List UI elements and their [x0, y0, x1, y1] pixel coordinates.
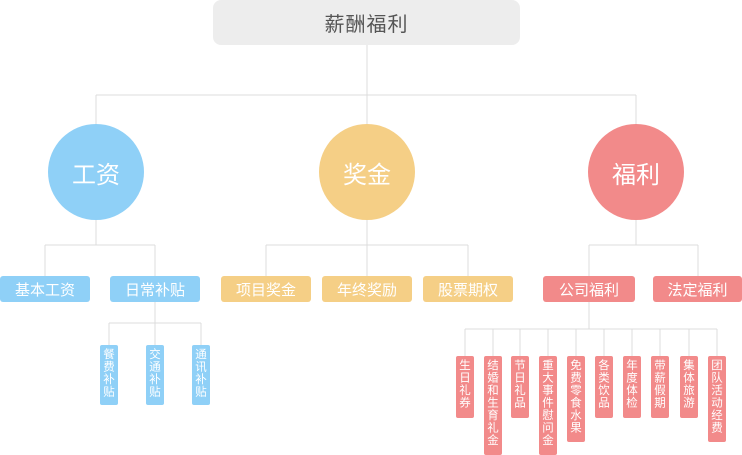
item-year-end-bonus: 年终奖励 [322, 276, 412, 302]
item-project-bonus: 项目奖金 [221, 276, 311, 302]
subitem-annual-checkup: 年度体检 [623, 356, 641, 418]
subitem-paid-leave: 带薪假期 [651, 356, 669, 418]
item-statutory-welfare: 法定福利 [653, 276, 742, 302]
item-daily-allowance: 日常补贴 [110, 276, 200, 302]
subitem-condolence-money: 重大事件慰问金 [539, 356, 557, 455]
subitem-team-activity-fund: 团队活动经费 [708, 356, 726, 442]
item-stock-options: 股票期权 [423, 276, 513, 302]
subitem-birthday-voucher: 生日礼券 [456, 356, 474, 418]
item-basic-salary: 基本工资 [0, 276, 90, 302]
category-salary: 工资 [48, 124, 144, 220]
root-node: 薪酬福利 [213, 0, 520, 45]
category-welfare: 福利 [588, 124, 684, 220]
subitem-meal-allowance: 餐费补贴 [100, 345, 118, 405]
item-company-welfare: 公司福利 [543, 276, 635, 302]
subitem-transport-allowance: 交通补贴 [146, 345, 164, 405]
subitem-wedding-birth-gift: 结婚和生育礼金 [484, 356, 502, 455]
subitem-group-travel: 集体旅游 [680, 356, 698, 418]
subitem-free-snacks: 免费零食水果 [567, 356, 585, 442]
subitem-telecom-allowance: 通讯补贴 [192, 345, 210, 405]
subitem-holiday-gift: 节日礼品 [511, 356, 529, 418]
category-bonus: 奖金 [319, 124, 415, 220]
subitem-drinks: 各类饮品 [595, 356, 613, 418]
